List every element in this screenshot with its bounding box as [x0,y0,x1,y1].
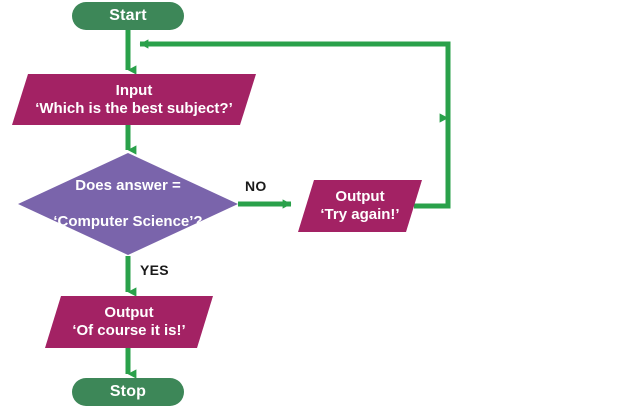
node-output-success-label-line1: Output [104,304,154,322]
node-decision-label-line2: ‘Computer Science’? [53,213,203,230]
parallelogram-shape-success [45,296,213,348]
node-input-label-line1: Input [115,81,153,99]
parallelogram-shape-input [12,74,256,125]
connector-retry-loopback [414,128,451,209]
node-input-label-line2: ‘Which is the best subject?’ [35,99,233,117]
node-output-retry[interactable]: Output ‘Try again!’ [298,180,422,232]
connector-loopback-top [139,39,451,118]
node-decision[interactable]: Does answer = ‘Computer Science’? [18,153,238,255]
node-decision-label-line1: Does answer = [75,177,181,194]
node-decision-label: Does answer = ‘Computer Science’? [53,177,202,231]
node-output-retry-label-line2: ‘Try again!’ [320,206,400,223]
parallelogram-shape-retry [298,180,422,232]
node-output-success[interactable]: Output ‘Of course it is!’ [45,296,213,348]
node-stop-label: Stop [109,382,147,400]
node-start-label: Start [109,6,147,24]
node-output-success-label-line2: ‘Of course it is!’ [72,322,186,339]
node-start[interactable]: Start [72,2,184,30]
node-stop[interactable]: Stop [72,378,184,406]
branch-label-no: NO [245,178,267,194]
node-output-retry-label-line1: Output [335,188,385,206]
branch-label-yes: YES [140,262,169,278]
node-input[interactable]: Input ‘Which is the best subject?’ [12,74,256,125]
diamond-shape-decision [18,153,238,255]
